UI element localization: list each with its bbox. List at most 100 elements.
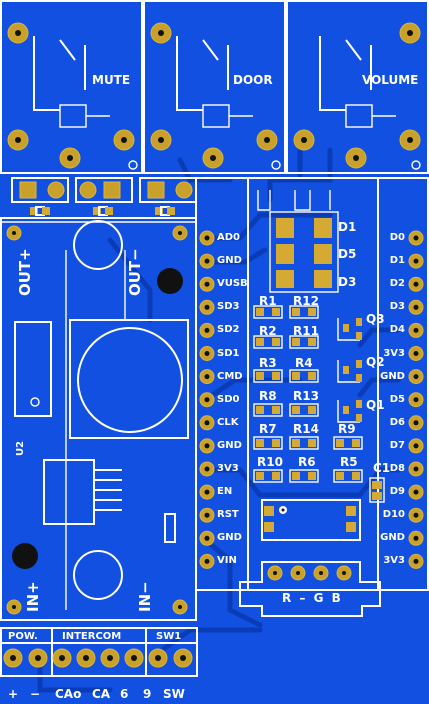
amp-module <box>0 217 197 621</box>
mcu-left-pad-hole <box>204 466 210 472</box>
resistor-pads <box>253 305 363 483</box>
mcu-right-pad-hole <box>413 443 419 449</box>
resistor-label-r8: R8 <box>259 389 277 403</box>
mcu-right-pad-hole <box>413 466 419 472</box>
mcu-pin-label: D2 <box>389 278 405 290</box>
mcu-pin-label: D0 <box>389 232 405 243</box>
resistor-label-r1: R1 <box>259 294 277 308</box>
amp-ref-label: U2 <box>15 440 26 456</box>
terminal-pad-hole <box>59 655 65 661</box>
bottom-terminals <box>0 627 198 677</box>
relay-block-volume <box>286 0 429 174</box>
amp-out-minus-label: OUT− <box>126 248 144 296</box>
bottom-group-intercom: INTERCOM <box>62 631 122 642</box>
mcu-right-pad-hole <box>413 489 419 495</box>
mcu-pin-label: VUSB <box>217 278 248 290</box>
mcu-pin-label: SD2 <box>217 324 240 336</box>
mcu-pin-label: SD0 <box>217 393 240 405</box>
mcu-right-pad-hole <box>413 281 419 287</box>
mcu-pin-label: D8 <box>389 463 405 474</box>
mcu-left-pad-hole <box>204 304 210 310</box>
amp-in-plus-label: IN+ <box>24 581 42 612</box>
diode-label-d1: D1 <box>338 220 357 234</box>
transistor-pads <box>337 318 362 423</box>
mcu-pin-label: SD3 <box>217 301 240 313</box>
rgb-label: R – G B <box>282 591 343 605</box>
rgb-header <box>239 561 381 617</box>
mcu-pin-label: D7 <box>389 439 405 451</box>
mcu-pin-label: RST <box>217 509 239 521</box>
mcu-left-pad-hole <box>204 489 210 495</box>
mcu-left-pad-hole <box>204 443 210 449</box>
bottom-pin-label: SW <box>163 687 185 701</box>
terminal-pad-hole <box>131 655 137 661</box>
amp-in-minus-label: IN− <box>136 581 154 612</box>
bottom-pin-label: − <box>30 687 41 701</box>
mcu-pin-label: D9 <box>389 486 405 498</box>
mcu-left-pad-hole <box>204 374 210 380</box>
mcu-pin-label: GND <box>380 370 405 382</box>
mcu-right-pad-hole <box>413 374 419 380</box>
mcu-pin-label: SD1 <box>217 347 240 359</box>
mcu-pin-label: VIN <box>217 555 237 567</box>
mcu-left-pad-hole <box>204 258 210 264</box>
mcu-module <box>195 177 429 591</box>
mcu-pin-label: CMD <box>217 370 243 382</box>
resistor-label-r12: R12 <box>293 294 319 308</box>
mcu-pin-label: 3V3 <box>217 463 239 474</box>
bottom-pin-label: CAo <box>55 687 82 701</box>
bottom-pin-label: + <box>8 687 19 701</box>
diode-pads <box>276 218 332 288</box>
resistor-label-r2: R2 <box>259 324 277 338</box>
mcu-right-pad-hole <box>413 304 419 310</box>
mcu-pin-label: AD0 <box>217 232 240 243</box>
mcu-left-pad-hole <box>204 327 210 333</box>
mcu-pin-label: CLK <box>217 416 239 428</box>
mcu-pin-label: GND <box>217 439 242 451</box>
mcu-right-pad-hole <box>413 512 419 518</box>
mcu-pin-label: D10 <box>382 509 405 521</box>
mcu-right-pad-hole <box>413 258 419 264</box>
resistor-label-r14: R14 <box>293 422 319 436</box>
mcu-pin-label: EN <box>217 486 233 498</box>
bottom-pin-label: 6 <box>120 687 129 701</box>
mcu-left-pad-hole <box>204 351 210 356</box>
relay-block-door <box>143 0 286 174</box>
mcu-left-pad-hole <box>204 535 210 541</box>
relay-driver-headers <box>11 177 197 216</box>
terminal-pad-hole <box>155 655 161 661</box>
terminal-pad-hole <box>35 655 41 661</box>
relay-block-mute <box>0 0 143 174</box>
terminal-pad-hole <box>107 655 113 661</box>
mcu-pin-label: D3 <box>389 301 405 313</box>
diode-label-d5: D5 <box>338 247 357 261</box>
mcu-left-pad-hole <box>204 420 210 426</box>
mcu-left-pad-hole <box>204 558 210 564</box>
mcu-left-pad-hole <box>204 397 210 403</box>
mcu-pin-label: D6 <box>389 416 405 428</box>
mcu-pin-label: 3V3 <box>383 555 405 567</box>
transistor-label-q3: Q3 <box>366 312 385 326</box>
mcu-left-pad-hole <box>204 512 210 518</box>
mcu-pin-label: D1 <box>389 255 405 267</box>
resistor-label-r13: R13 <box>293 389 319 403</box>
transistor-label-q2: Q2 <box>366 355 385 369</box>
mcu-right-pad-hole <box>413 235 419 241</box>
mcu-pin-label: GND <box>217 255 242 267</box>
terminal-pad-hole <box>10 655 16 661</box>
diode-label-d3: D3 <box>338 275 357 289</box>
terminal-pad-hole <box>83 655 89 661</box>
resistor-label-r9: R9 <box>338 422 356 436</box>
mcu-pin-label: GND <box>217 532 242 544</box>
resistor-label-r3: R3 <box>259 356 277 370</box>
mcu-pin-label: D4 <box>389 324 405 336</box>
mcu-pin-label: GND <box>380 532 405 544</box>
resistor-label-r5: R5 <box>340 455 358 469</box>
relay-label-mute: MUTE <box>92 73 131 87</box>
mcu-right-pad-hole <box>413 351 419 356</box>
mcu-right-pad-hole <box>413 558 419 564</box>
mcu-left-pad-hole <box>204 281 210 287</box>
capacitor-label-c1: C1 <box>373 461 391 475</box>
